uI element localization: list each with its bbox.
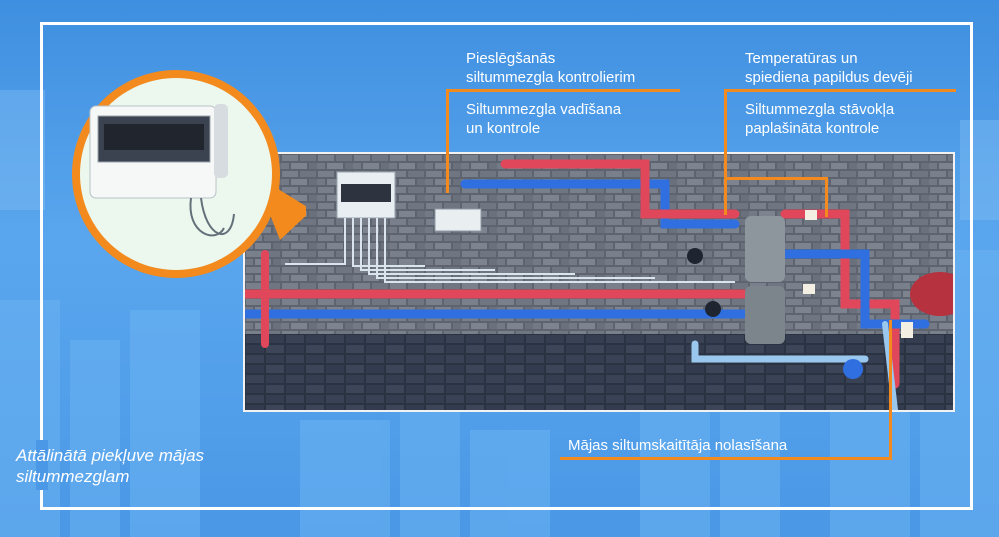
frame-gap <box>36 440 48 490</box>
heating-substation-illustration <box>243 152 955 412</box>
callout-connection-line1: Pieslēgšanās <box>466 50 556 67</box>
substation-drawing <box>245 154 953 410</box>
callout-meter-line1: Mājas siltumskaitītāja nolasīšana <box>568 437 788 454</box>
sensors-underline <box>724 89 956 92</box>
callout-extended-line1: Siltummezgla stāvokļa <box>745 101 895 118</box>
heat-exchanger-top <box>745 216 785 282</box>
sensors-branch-drop <box>825 177 828 217</box>
meter-leader <box>889 320 892 460</box>
controller-enclosure <box>89 104 228 199</box>
callout-sensors-line1: Temperatūras un <box>745 50 858 67</box>
caption-line2: siltummezglam <box>16 467 130 486</box>
outer-frame <box>40 22 973 510</box>
sensors-leader <box>724 89 727 215</box>
control-panel <box>434 208 482 232</box>
heat-exchanger-bottom <box>745 286 785 344</box>
connection-leader <box>446 89 449 193</box>
callout-connection: Pieslēgšanās siltummezgla kontrolierim <box>466 49 635 87</box>
connection-underline <box>446 89 680 92</box>
callout-sensors: Temperatūras un spiediena papildus devēj… <box>745 49 913 87</box>
boiler <box>910 272 953 316</box>
sensors-branch <box>724 177 828 180</box>
caption-line1: Attālinātā piekļuve mājas <box>16 446 205 465</box>
zoom-cables <box>189 197 235 237</box>
callout-control-line1: Siltummezgla vadīšana <box>466 101 622 118</box>
heat-meter <box>843 359 863 379</box>
callout-sensors-line2: spiediena papildus devēji <box>745 69 913 86</box>
callout-control-line2: un kontrole <box>466 120 541 137</box>
callout-extended: Siltummezgla stāvokļa paplašināta kontro… <box>745 100 894 138</box>
tiled-floor <box>245 334 953 410</box>
callout-extended-line2: paplašināta kontrole <box>745 120 880 137</box>
caption: Attālinātā piekļuve mājas siltummezglam <box>16 445 204 487</box>
controller-zoom <box>66 64 312 284</box>
meter-underline <box>560 457 892 460</box>
cable-bundle <box>285 218 735 283</box>
callout-control: Siltummezgla vadīšana un kontrole <box>466 100 621 138</box>
controller-cabinet <box>336 171 396 219</box>
callout-connection-line2: siltummezgla kontrolierim <box>466 69 636 86</box>
callout-meter: Mājas siltumskaitītāja nolasīšana <box>568 436 787 455</box>
